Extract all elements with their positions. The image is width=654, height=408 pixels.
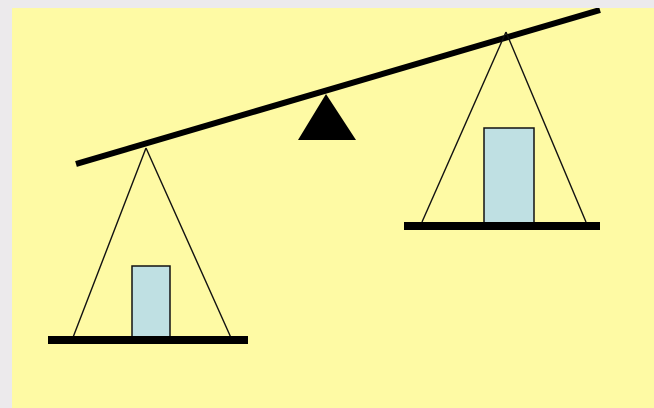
small-weight	[131, 265, 171, 341]
left-pan	[48, 336, 248, 344]
balance-beam	[75, 8, 601, 167]
diagram-panel	[12, 8, 654, 408]
right-pan	[404, 222, 600, 230]
right-pan-string-left	[421, 31, 507, 223]
right-pan-assembly	[404, 31, 600, 230]
right-pan-string-right	[505, 31, 587, 223]
diagram-background	[12, 8, 654, 408]
triangle-fulcrum	[298, 94, 356, 140]
left-pan-string-right	[145, 147, 233, 341]
balance-diagram	[12, 8, 654, 408]
large-weight	[483, 127, 535, 229]
left-pan-assembly	[48, 147, 248, 344]
left-pan-string-left	[71, 147, 147, 341]
